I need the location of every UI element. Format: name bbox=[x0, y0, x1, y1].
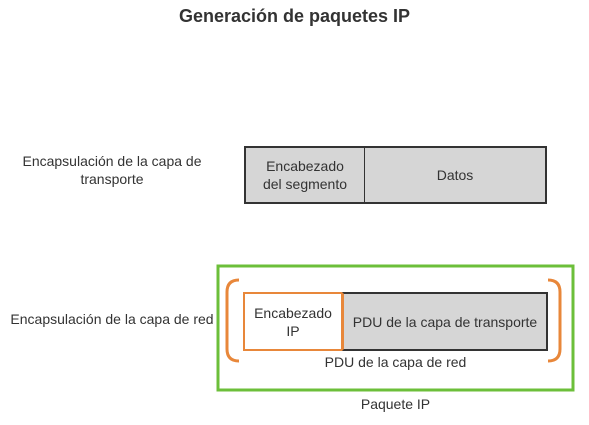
page-title: Generación de paquetes IP bbox=[178, 6, 411, 26]
segment-header-text: Encabezado del segmento bbox=[262, 158, 348, 192]
ip-header-text: Encabezado IP bbox=[254, 304, 332, 339]
transport-layer-label: Encapsulación de la capa de transporte bbox=[22, 153, 202, 187]
ip-header-box: Encabezado IP bbox=[243, 292, 343, 351]
ip-packet-caption: Paquete IP bbox=[360, 396, 431, 412]
network-pdu-caption: PDU de la capa de red bbox=[324, 354, 467, 370]
data-text: Datos bbox=[436, 167, 474, 183]
network-pdu-right-bracket bbox=[547, 278, 562, 363]
ip-packet-outline bbox=[216, 264, 575, 392]
transport-pdu-text: PDU de la capa de transporte bbox=[352, 313, 538, 330]
segment-header-box: Encabezado del segmento bbox=[244, 146, 365, 204]
network-pdu-left-bracket bbox=[225, 278, 240, 363]
transport-pdu-box: PDU de la capa de transporte bbox=[342, 292, 548, 351]
data-box: Datos bbox=[364, 146, 547, 204]
network-layer-label: Encapsulación de la capa de red bbox=[10, 311, 214, 327]
